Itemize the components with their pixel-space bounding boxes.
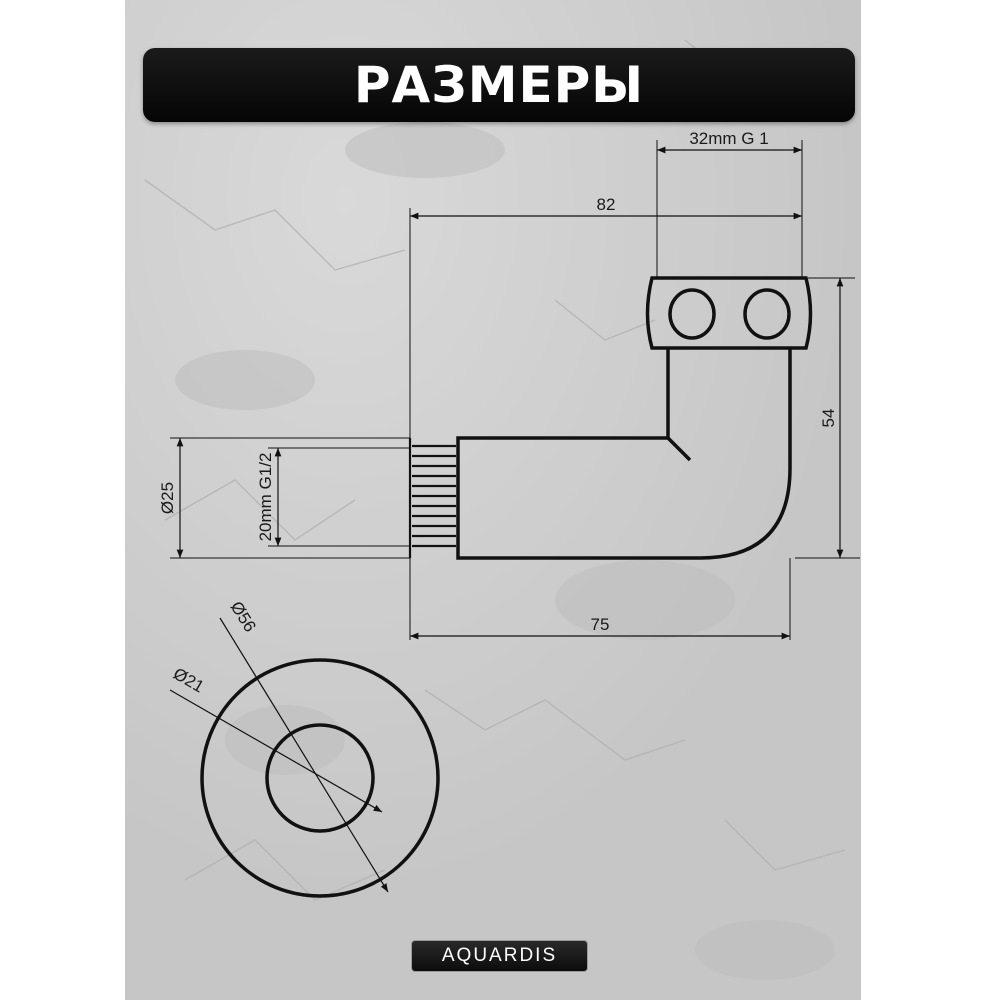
concrete-texture	[125, 0, 861, 1000]
extension-lines	[170, 140, 860, 640]
label-diameter-21: Ø21	[170, 664, 207, 697]
elbow-seam	[666, 436, 692, 462]
elbow-fitting	[408, 276, 813, 560]
small-thread	[408, 438, 460, 558]
leader-21	[169, 689, 383, 813]
nut-hole-left	[668, 288, 716, 340]
decorative-flange	[200, 658, 440, 898]
concrete-background	[125, 0, 861, 1000]
elbow-body	[456, 348, 792, 560]
title-bar: РАЗМЕРЫ	[143, 48, 855, 122]
flange-outer	[200, 658, 440, 898]
leader-56	[219, 617, 389, 893]
label-diameter-25: Ø25	[158, 482, 177, 514]
label-54: 54	[819, 409, 838, 428]
page-title: РАЗМЕРЫ	[353, 56, 645, 114]
brand-badge: AQUARDIS	[411, 940, 588, 972]
label-thread-large: 32mm G 1	[689, 129, 768, 148]
union-nut	[645, 276, 813, 350]
label-82: 82	[597, 195, 616, 214]
flange-inner	[265, 723, 375, 833]
label-diameter-56: Ø56	[227, 598, 260, 635]
flange-leaders	[169, 617, 389, 893]
brand-name: AQUARDIS	[441, 945, 558, 966]
label-thread-small: 20mm G1/2	[256, 453, 275, 542]
nut-hole-right	[743, 288, 791, 340]
label-75: 75	[591, 615, 610, 634]
dimension-lines	[176, 146, 844, 640]
